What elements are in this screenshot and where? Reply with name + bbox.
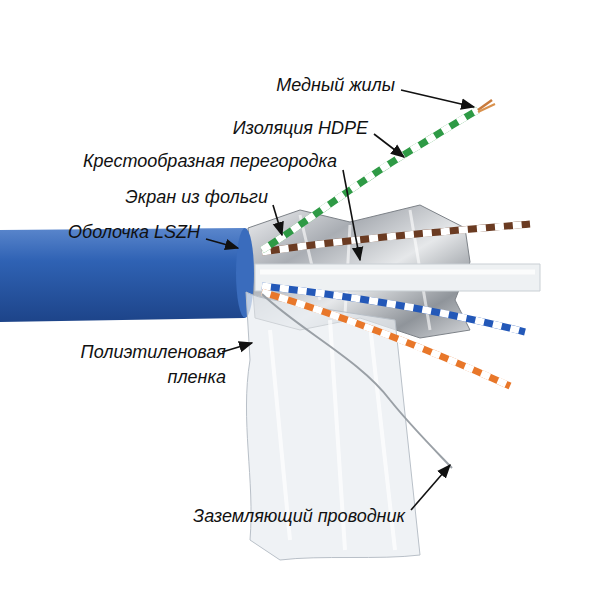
part-label: Крестообразная перегородка xyxy=(83,150,337,172)
part-label: Экран из фольги xyxy=(125,186,268,208)
part-label: Изоляция HDPE xyxy=(233,117,368,139)
part-label: Полиэтиленовая пленка xyxy=(36,340,226,390)
part-label: Заземляющий проводник xyxy=(193,505,405,527)
ground-wire xyxy=(262,294,452,468)
part-label: Медный жилы xyxy=(276,74,395,96)
part-label: Оболочка LSZH xyxy=(68,221,200,243)
cable-jacket xyxy=(0,228,245,322)
orange-pair xyxy=(262,292,510,386)
brown-pair xyxy=(262,224,530,252)
